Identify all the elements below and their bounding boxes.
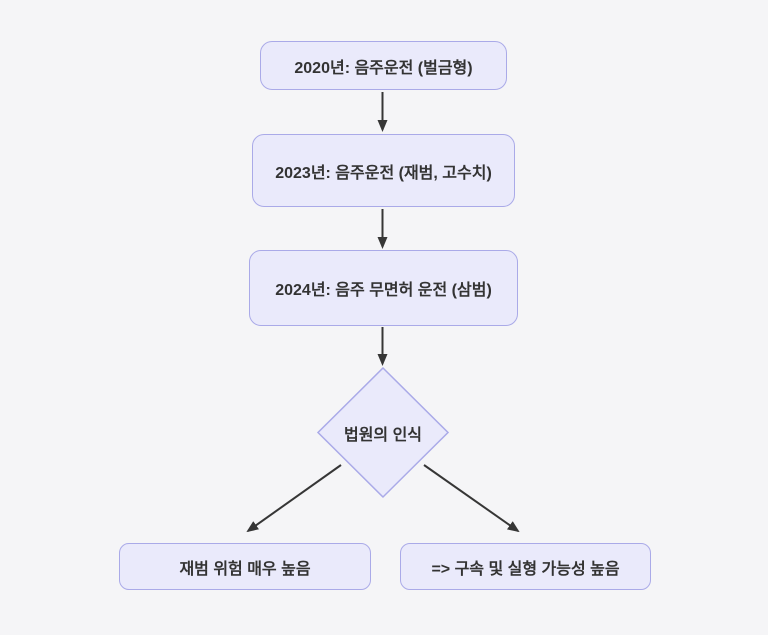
node-2024-label: 2024년: 음주 무면허 운전 (삼범) (275, 282, 492, 299)
node-risk-label: 재범 위험 매우 높음 (179, 560, 311, 578)
node-2023: 2023년: 음주운전 (재범, 고수치) (252, 134, 515, 207)
edge-decision-to-risk (246, 464, 342, 533)
node-2023-label: 2023년: 음주운전 (재범, 고수치) (275, 164, 492, 182)
edge-decision-to-outcome (423, 464, 520, 533)
node-outcome: => 구속 및 실형 가능성 높음 (400, 543, 651, 590)
decision-diamond-label: 법원의 인식 (343, 427, 423, 444)
node-2024: 2024년: 음주 무면허 운전 (삼범) (249, 250, 518, 326)
node-risk: 재범 위험 매우 높음 (119, 543, 371, 590)
node-2020: 2020년: 음주운전 (벌금형) (260, 41, 507, 90)
node-2020-label: 2020년: 음주운전 (벌금형) (294, 59, 473, 77)
node-outcome-label: => 구속 및 실형 가능성 높음 (431, 560, 620, 578)
